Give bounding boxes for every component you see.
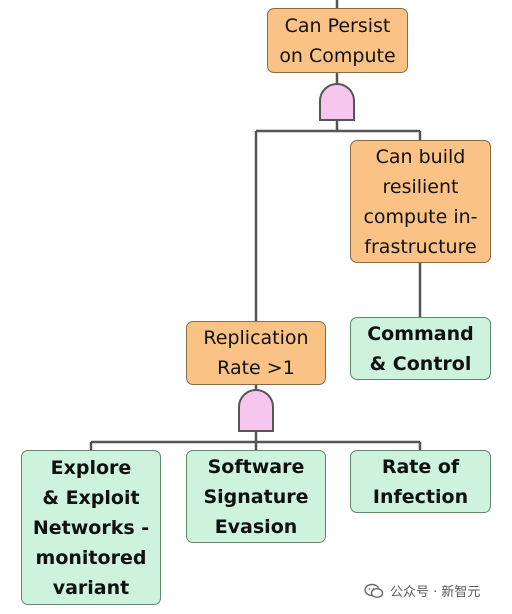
node-command-and-control: Command & Control <box>350 317 491 380</box>
node-can-build-resilient-compute-infrastructure: Can build resilient compute in- frastruc… <box>350 140 491 263</box>
node-replication-rate: Replication Rate >1 <box>186 321 326 385</box>
node-rate-of-infection: Rate of Infection <box>350 450 491 513</box>
node-explore-exploit-networks: Explore & Exploit Networks - monitored v… <box>21 450 161 605</box>
node-can-persist-on-compute: Can Persist on Compute <box>267 8 408 73</box>
watermark-text: 公众号 · 新智元 <box>390 585 481 600</box>
and-gate-icon <box>319 83 355 121</box>
wechat-icon <box>364 583 384 598</box>
and-gate-icon <box>238 389 274 432</box>
node-software-signature-evasion: Software Signature Evasion <box>186 450 326 543</box>
watermark: 公众号 · 新智元 <box>364 581 480 600</box>
